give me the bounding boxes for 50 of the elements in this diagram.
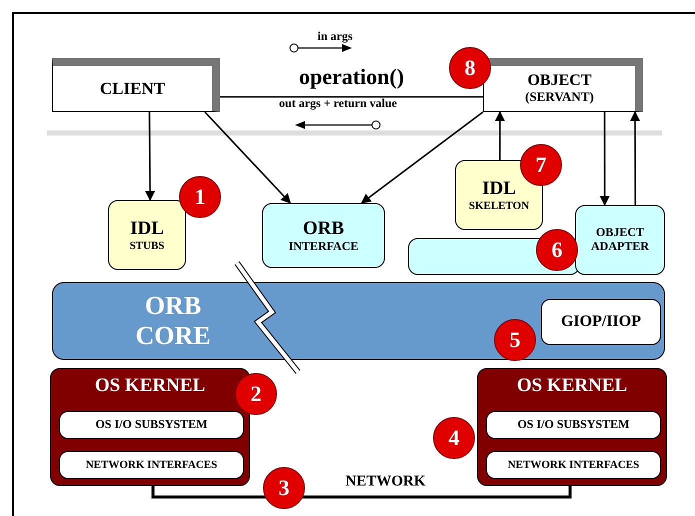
callout-number: 7 (520, 144, 562, 186)
connector-line (152, 486, 572, 498)
core-band (52, 282, 665, 360)
node-subtitle: (SERVANT) (525, 90, 594, 106)
edge-label: operation() (298, 66, 404, 88)
callout-number: 1 (179, 176, 221, 218)
annotation-text: out args + return value (279, 97, 397, 109)
module-box (59, 451, 244, 479)
callout-number: 3 (263, 467, 305, 509)
node-title: ORB (302, 218, 344, 240)
node-title: IDL (130, 218, 164, 240)
node-title: OS KERNEL (94, 375, 206, 397)
node-title: NETWORK INTERFACES (508, 458, 640, 472)
arrow (145, 112, 156, 201)
node-title: OS I/O SUBSYSTEM (95, 418, 208, 432)
node-subtitle: INTERFACE (288, 240, 358, 254)
arrow (600, 112, 610, 206)
node-title: CLIENT (100, 78, 166, 98)
component-box (52, 58, 220, 112)
arrow (494, 111, 505, 160)
node-title: ORB CORE (134, 291, 212, 351)
node-title: OS KERNEL (516, 375, 628, 397)
node-title: OBJECT (596, 226, 644, 240)
module-box (59, 411, 244, 439)
arrow (360, 111, 484, 204)
annotation-text: in args (318, 30, 352, 42)
node-subtitle: ADAPTER (590, 240, 649, 254)
node-subtitle: SKELETON (468, 200, 530, 212)
connector-line (220, 96, 483, 98)
callout-number: 2 (235, 373, 277, 415)
node-title: OS I/O SUBSYSTEM (517, 418, 630, 432)
edge-label: NETWORK (346, 474, 426, 490)
node-title: OBJECT (527, 72, 592, 90)
node-title: GIOP/IIOP (560, 312, 641, 332)
callout-number: 4 (433, 417, 475, 459)
module-box (486, 411, 661, 439)
module-box (486, 451, 661, 479)
component-box (483, 58, 643, 112)
stub-box (108, 200, 186, 270)
node-subtitle: STUBS (130, 240, 164, 252)
kernel-box (477, 368, 667, 486)
arrow (204, 111, 291, 204)
arrow (630, 111, 640, 205)
node-title: NETWORK INTERFACES (86, 458, 218, 472)
interface-box (575, 205, 665, 275)
interface-box (262, 203, 385, 268)
kernel-box (50, 368, 250, 486)
node-title: IDL (482, 178, 516, 200)
callout-number: 8 (449, 47, 491, 89)
module-box (541, 299, 661, 345)
